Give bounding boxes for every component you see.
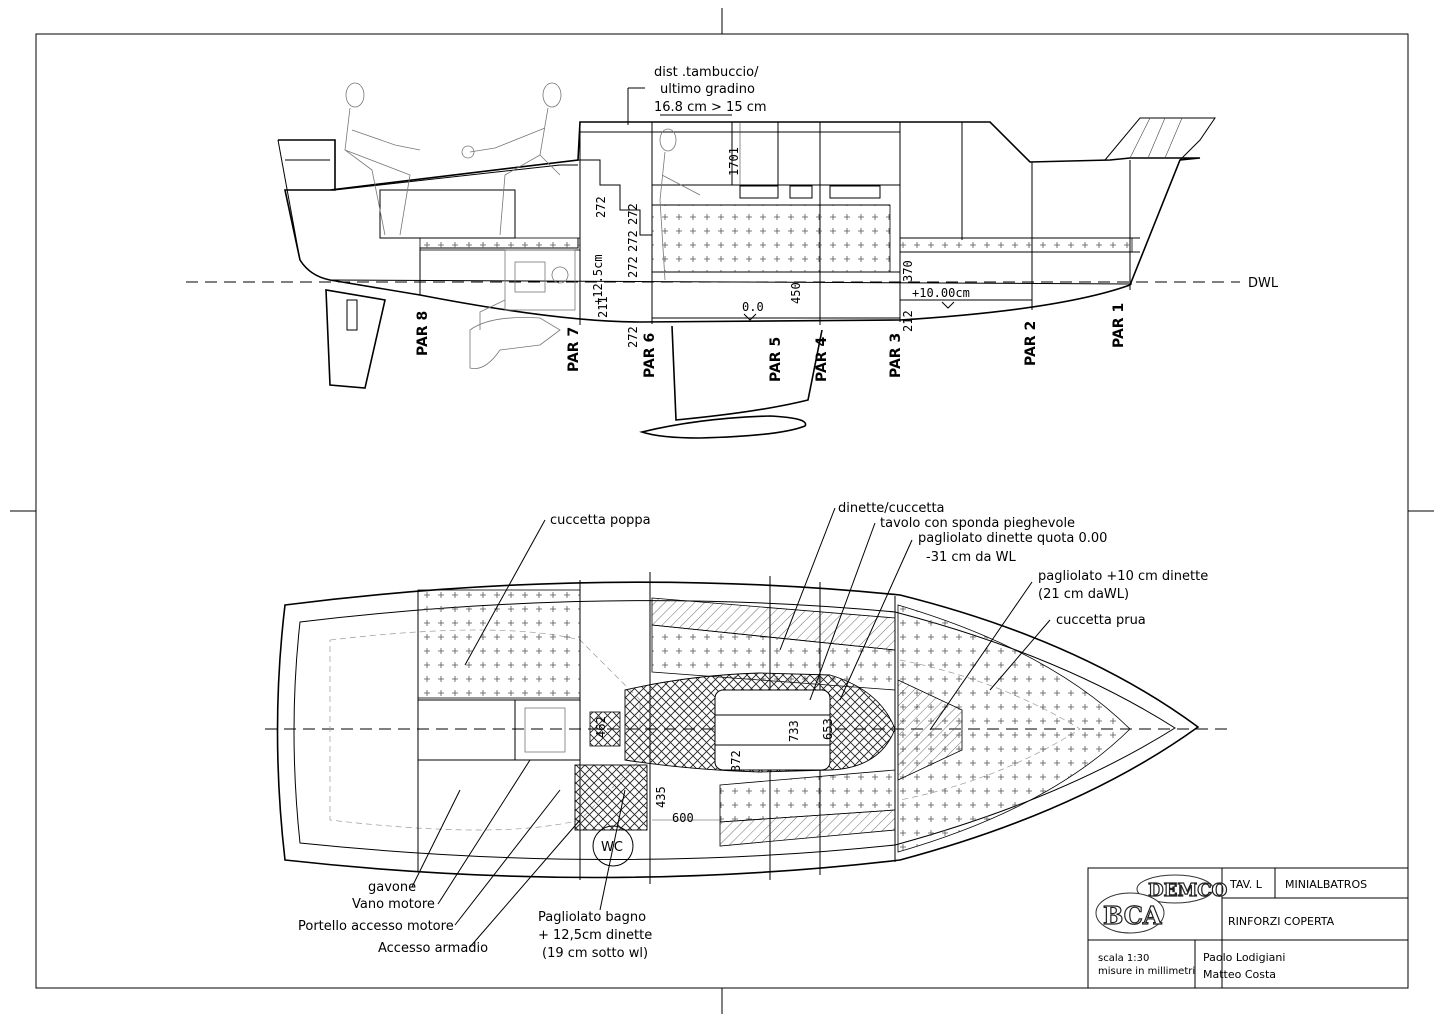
company-logo: DEMCO BCA xyxy=(1095,874,1228,934)
svg-text:Vano motore: Vano motore xyxy=(352,897,435,912)
svg-text:dist .tambuccio/: dist .tambuccio/ xyxy=(654,65,759,80)
drawing-subject: RINFORZI COPERTA xyxy=(1228,915,1335,928)
svg-text:DEMCO: DEMCO xyxy=(1148,880,1227,901)
svg-text:-31 cm da WL: -31 cm da WL xyxy=(926,550,1017,565)
svg-text:272: 272 xyxy=(626,230,640,252)
svg-text:372: 372 xyxy=(729,750,743,772)
svg-text:462: 462 xyxy=(594,716,608,738)
drawing-units: misure in millimetri xyxy=(1098,966,1195,977)
svg-text:pagliolato +10 cm dinette: pagliolato +10 cm dinette xyxy=(1038,569,1208,584)
svg-text:cuccetta poppa: cuccetta poppa xyxy=(550,513,651,528)
stbd-settee-cushion xyxy=(651,624,896,691)
plan-dimensions: 600 435 372 733 653 462 xyxy=(594,716,835,825)
saildrive xyxy=(469,317,561,369)
svg-text:cuccetta prua: cuccetta prua xyxy=(1056,613,1146,628)
project-name: MINIALBATROS xyxy=(1285,878,1367,891)
svg-text:ultimo gradino: ultimo gradino xyxy=(660,82,755,97)
svg-text:+12.5cm: +12.5cm xyxy=(591,254,605,305)
plan-view: WC 600 435 372 733 653 462 cuccetta popp… xyxy=(265,501,1230,961)
profile-dimensions: 1701 272 272 272 272 272 +12.5cm 370 450… xyxy=(591,122,970,348)
svg-text:BCA: BCA xyxy=(1103,901,1162,930)
svg-text:211: 211 xyxy=(596,296,610,318)
fwd-berth-fill xyxy=(897,604,1131,853)
par-5: PAR 5 xyxy=(768,337,784,382)
par-1: PAR 1 xyxy=(1111,303,1127,348)
par-2: PAR 2 xyxy=(1023,321,1039,366)
keel xyxy=(671,325,823,421)
profile-dinette-fill xyxy=(651,204,891,273)
profile-view: DWL xyxy=(186,65,1279,439)
svg-text:272: 272 xyxy=(594,196,608,218)
svg-text:16.8 cm > 15 cm: 16.8 cm > 15 cm xyxy=(654,100,767,115)
svg-text:Portello accesso motore: Portello accesso motore xyxy=(298,919,454,934)
svg-text:(19 cm sotto wl): (19 cm sotto wl) xyxy=(542,946,648,961)
author-1: Paolo Lodigiani xyxy=(1203,951,1285,964)
par-6: PAR 6 xyxy=(642,333,658,378)
par-3: PAR 3 xyxy=(888,333,904,378)
svg-text:+10.00cm: +10.00cm xyxy=(912,286,970,300)
profile-berth-fill xyxy=(899,237,1133,253)
wc-label: WC xyxy=(601,840,623,855)
svg-text:pagliolato dinette quota 0.00: pagliolato dinette quota 0.00 xyxy=(918,531,1107,546)
svg-text:450: 450 xyxy=(789,282,803,304)
drawing-scale: scala 1:30 xyxy=(1098,953,1149,964)
centering-marks xyxy=(10,8,1434,1014)
crew-figures xyxy=(344,82,701,281)
svg-text:272: 272 xyxy=(626,256,640,278)
svg-text:Accesso armadio: Accesso armadio xyxy=(378,941,488,956)
dwl-label: DWL xyxy=(1248,276,1279,291)
sheet-number: TAV. L xyxy=(1229,878,1263,891)
svg-text:0.0: 0.0 xyxy=(742,300,764,314)
svg-text:272: 272 xyxy=(626,203,640,225)
par-8: PAR 8 xyxy=(415,311,431,356)
plan-callouts: cuccetta poppa dinette/cuccetta tavolo c… xyxy=(298,501,1208,961)
svg-text:272: 272 xyxy=(626,326,640,348)
bathroom-sole xyxy=(574,764,648,831)
svg-text:600: 600 xyxy=(672,811,694,825)
svg-text:(21 cm daWL): (21 cm daWL) xyxy=(1038,587,1129,602)
svg-text:1701: 1701 xyxy=(727,147,741,176)
keel-bulb xyxy=(639,415,807,439)
svg-text:653: 653 xyxy=(821,718,835,740)
rudder xyxy=(325,289,386,389)
svg-text:dinette/cuccetta: dinette/cuccetta xyxy=(838,501,945,516)
svg-text:435: 435 xyxy=(654,786,668,808)
hull-plan xyxy=(276,581,1200,879)
svg-text:gavone: gavone xyxy=(368,880,416,895)
author-2: Matteo Costa xyxy=(1203,968,1276,981)
engine-plan xyxy=(514,699,621,761)
title-block: DEMCO BCA TAV. L MINIALBATROS RINFORZI C… xyxy=(1087,867,1409,989)
svg-text:733: 733 xyxy=(787,720,801,742)
par-4: PAR 4 xyxy=(814,337,830,382)
svg-text:370: 370 xyxy=(901,260,915,282)
svg-text:212: 212 xyxy=(901,310,915,332)
svg-text:Pagliolato bagno: Pagliolato bagno xyxy=(538,910,646,925)
svg-text:+ 12,5cm dinette: + 12,5cm dinette xyxy=(538,928,652,943)
aft-berth-fill xyxy=(417,589,581,699)
profile-aft-berth-fill xyxy=(419,237,581,251)
engine-sketch xyxy=(479,249,576,330)
saloon-table xyxy=(714,689,831,771)
wc-bowl xyxy=(592,825,634,867)
par-7: PAR 7 xyxy=(566,327,582,372)
stair-note: dist .tambuccio/ ultimo gradino 16.8 cm … xyxy=(627,65,767,125)
svg-text:tavolo con sponda pieghevole: tavolo con sponda pieghevole xyxy=(880,516,1075,531)
port-settee-edge xyxy=(719,809,896,847)
